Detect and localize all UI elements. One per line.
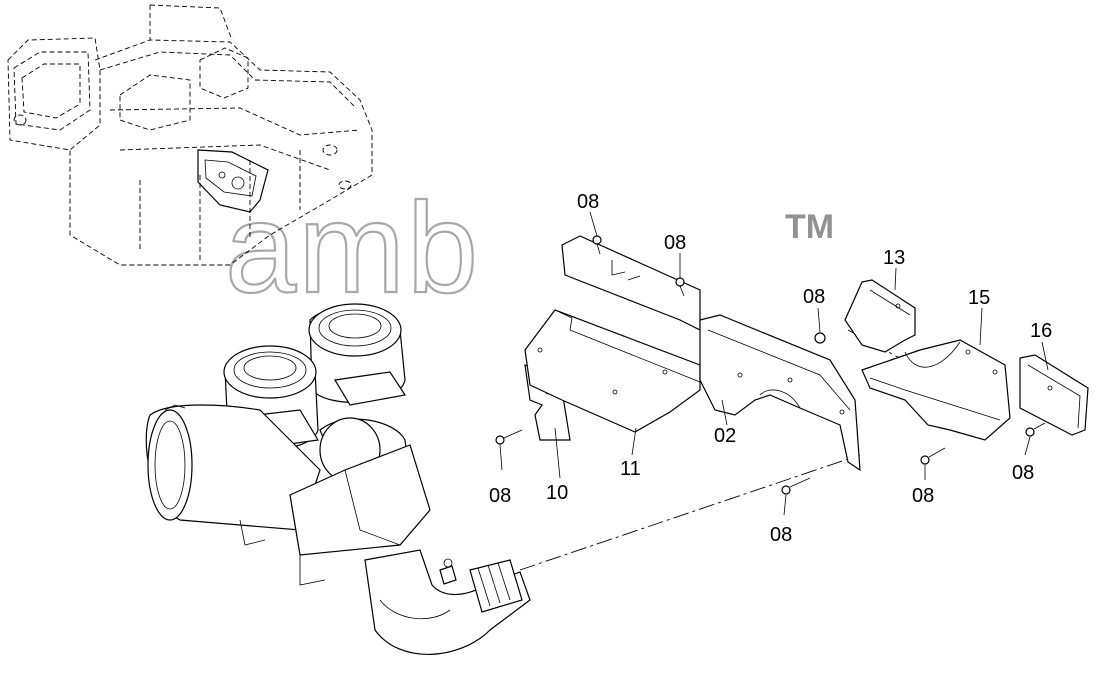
part-11-cover [524, 309, 701, 433]
callout-08-g: 08 [1012, 462, 1034, 484]
part-15-plate [861, 339, 1011, 441]
callout-15: 15 [968, 287, 990, 309]
bolt-icon [675, 277, 685, 297]
bolt-icon [814, 332, 826, 344]
bolt-markers [495, 235, 1046, 495]
air-cleaner-assembly [145, 303, 531, 655]
callout-labels: 08 08 08 08 08 08 08 02 10 11 13 15 16 [489, 191, 1052, 546]
part-13-plate [844, 279, 916, 353]
center-line [519, 454, 861, 571]
callout-08-d: 08 [489, 485, 511, 507]
callout-02: 02 [714, 425, 736, 447]
callout-13: 13 [883, 247, 905, 269]
callout-16: 16 [1030, 320, 1052, 342]
callout-08-c: 08 [803, 286, 825, 308]
part-16-plate [1019, 354, 1089, 436]
bolt-icon [781, 477, 811, 495]
bolt-icon [920, 447, 946, 465]
callout-08-f: 08 [912, 485, 934, 507]
callout-08-a: 08 [577, 191, 599, 213]
bolt-icon [495, 429, 523, 445]
bolt-icon [1025, 422, 1046, 437]
watermark-trademark: TM [785, 208, 834, 246]
callout-11: 11 [620, 458, 641, 480]
callout-08-b: 08 [664, 232, 686, 254]
callout-10: 10 [546, 482, 568, 504]
watermark-text: amb [225, 177, 480, 320]
leader-lines [499, 211, 1049, 516]
part-02-shroud [699, 314, 861, 472]
machine-overview [7, 4, 373, 266]
watermark-logo: amb TM [224, 176, 834, 321]
callout-08-e: 08 [770, 524, 792, 546]
